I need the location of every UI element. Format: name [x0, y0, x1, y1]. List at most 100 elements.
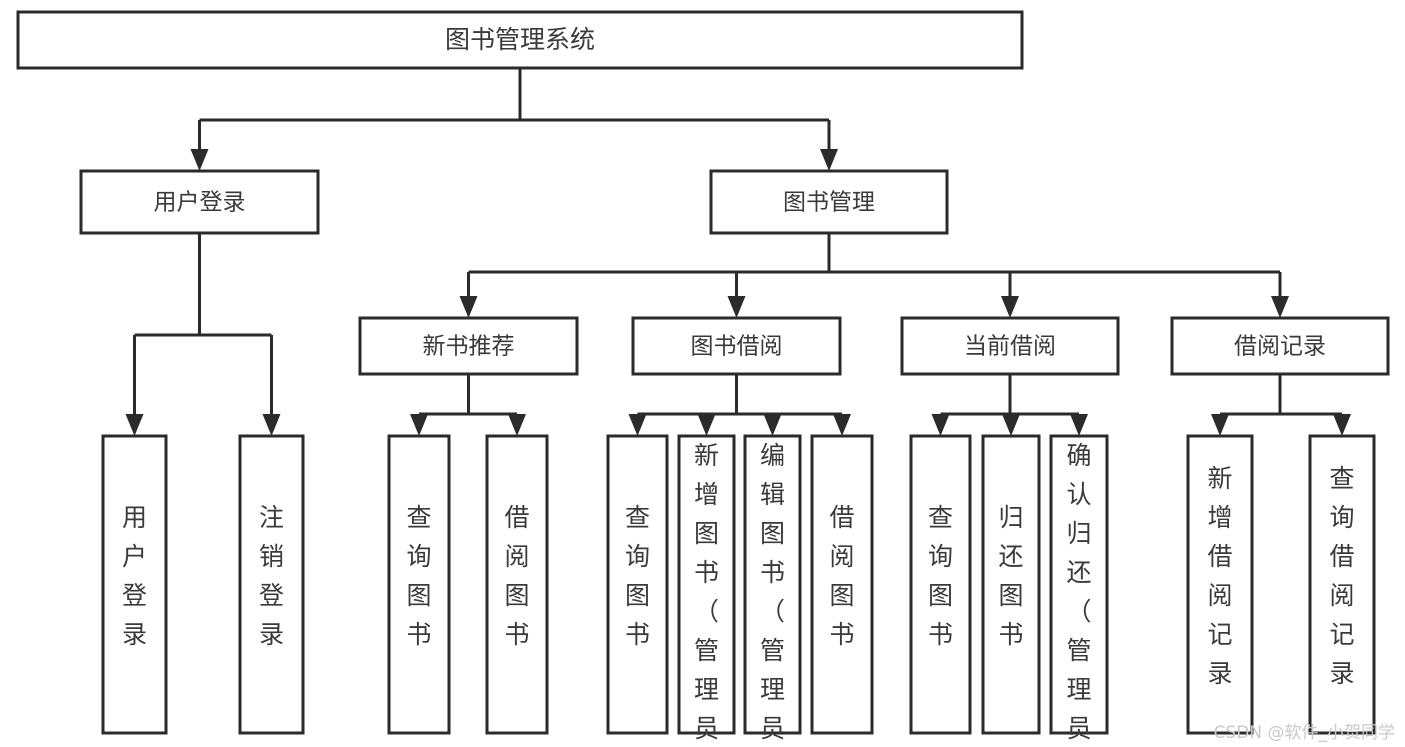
- svg-text:员: 员: [694, 714, 719, 743]
- arrow-level1-to-level2-2: [1001, 296, 1019, 318]
- svg-text:增: 增: [694, 480, 719, 509]
- root-node-box[interactable]: [16, 10, 1024, 70]
- svg-text:记: 记: [1329, 620, 1354, 649]
- level2-node-box-3[interactable]: [1170, 316, 1390, 376]
- svg-text:管: 管: [694, 636, 719, 665]
- svg-text:询: 询: [625, 542, 650, 571]
- svg-text:查: 查: [625, 503, 650, 532]
- svg-text:录: 录: [122, 620, 147, 649]
- svg-text:记: 记: [1207, 620, 1232, 649]
- svg-text:图: 图: [406, 581, 431, 610]
- svg-text:管: 管: [760, 636, 785, 665]
- svg-text:图: 图: [998, 581, 1023, 610]
- level2-node-label-2: 当前借阅: [964, 334, 1056, 360]
- leaf-node-box-6[interactable]: [743, 434, 802, 735]
- leaf-node-box-11[interactable]: [1186, 434, 1254, 735]
- svg-text:录: 录: [1329, 659, 1354, 688]
- arrow-to-leaf-6: [763, 414, 782, 436]
- svg-text:借: 借: [1207, 542, 1232, 571]
- svg-text:理: 理: [760, 675, 785, 704]
- leaf-node-box-7[interactable]: [810, 434, 874, 735]
- svg-text:归: 归: [1066, 519, 1091, 548]
- svg-text:理: 理: [694, 675, 719, 704]
- svg-text:书: 书: [998, 620, 1023, 649]
- svg-text:户: 户: [122, 542, 147, 571]
- leaf-node-label-0: 用户登录: [122, 503, 147, 649]
- svg-text:书: 书: [694, 558, 719, 587]
- leaf-node-box-8[interactable]: [909, 434, 972, 735]
- svg-text:阅: 阅: [829, 542, 854, 571]
- svg-text:借: 借: [1329, 542, 1354, 571]
- arrow-to-leaf-8: [931, 414, 950, 436]
- svg-text:阅: 阅: [504, 542, 529, 571]
- level1-node-box-0[interactable]: [79, 169, 320, 235]
- svg-text:图: 图: [625, 581, 650, 610]
- svg-text:录: 录: [259, 620, 284, 649]
- svg-text:书: 书: [625, 620, 650, 649]
- svg-text:书: 书: [406, 620, 431, 649]
- arrow-to-leaf-1: [262, 414, 281, 436]
- level1-node-box-1[interactable]: [709, 169, 949, 235]
- svg-text:登: 登: [259, 581, 284, 610]
- arrow-root-to-level1-1: [820, 149, 838, 171]
- svg-text:管: 管: [1066, 636, 1091, 665]
- svg-text:新: 新: [694, 441, 719, 470]
- svg-text:询: 询: [1329, 503, 1354, 532]
- svg-text:（: （: [694, 597, 719, 626]
- svg-text:书: 书: [760, 558, 785, 587]
- leaf-node-box-1[interactable]: [238, 434, 305, 735]
- arrow-to-leaf-9: [1002, 414, 1020, 436]
- svg-text:询: 询: [928, 542, 953, 571]
- svg-text:图: 图: [829, 581, 854, 610]
- svg-text:还: 还: [998, 542, 1023, 571]
- arrow-to-leaf-7: [833, 414, 851, 436]
- leaf-node-box-3[interactable]: [485, 434, 549, 735]
- svg-text:员: 员: [760, 714, 785, 743]
- svg-text:查: 查: [928, 503, 953, 532]
- leaf-node-box-9[interactable]: [981, 434, 1041, 735]
- leaf-node-box-2[interactable]: [387, 434, 451, 735]
- leaf-node-box-4[interactable]: [606, 434, 669, 735]
- leaf-node-box-0[interactable]: [101, 434, 168, 735]
- svg-text:借: 借: [829, 503, 854, 532]
- svg-text:书: 书: [504, 620, 529, 649]
- svg-text:确: 确: [1066, 441, 1091, 470]
- svg-text:图: 图: [928, 581, 953, 610]
- arrow-level1-to-level2-0: [459, 296, 478, 318]
- svg-text:注: 注: [259, 503, 284, 532]
- level1-node-label-1: 图书管理: [783, 190, 875, 216]
- arrow-to-leaf-5: [697, 414, 716, 436]
- level2-node-label-1: 图书借阅: [691, 334, 783, 360]
- level2-node-label-3: 借阅记录: [1234, 334, 1326, 360]
- svg-text:还: 还: [1066, 558, 1091, 587]
- arrow-to-leaf-0: [125, 414, 144, 436]
- leaf-node-box-5[interactable]: [677, 434, 736, 735]
- arrow-to-leaf-12: [1333, 414, 1351, 436]
- svg-text:阅: 阅: [1207, 581, 1232, 610]
- arrow-to-leaf-2: [410, 414, 428, 436]
- root-node-label: 图书管理系统: [445, 25, 595, 54]
- svg-text:图: 图: [504, 581, 529, 610]
- svg-text:查: 查: [406, 503, 431, 532]
- leaf-node-box-12[interactable]: [1308, 434, 1376, 735]
- watermark-label: CSDN @软件_小贺同学: [1213, 723, 1395, 743]
- arrow-to-leaf-3: [508, 414, 526, 436]
- svg-text:归: 归: [998, 503, 1023, 532]
- svg-text:销: 销: [259, 542, 284, 571]
- svg-text:（: （: [760, 597, 785, 626]
- svg-text:增: 增: [1207, 503, 1232, 532]
- svg-text:书: 书: [829, 620, 854, 649]
- svg-text:新: 新: [1207, 464, 1232, 493]
- arrow-level1-to-level2-3: [1271, 296, 1289, 318]
- leaf-node-box-10[interactable]: [1049, 434, 1109, 735]
- svg-text:认: 认: [1066, 480, 1091, 509]
